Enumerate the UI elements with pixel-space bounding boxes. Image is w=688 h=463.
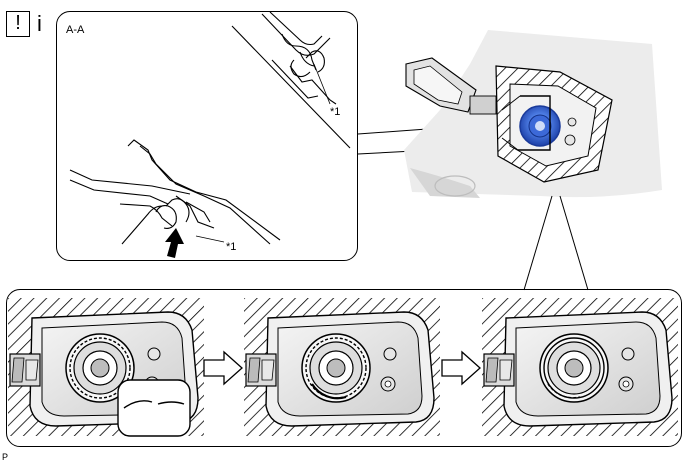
warning-icon: ! [6, 11, 30, 37]
sequence-panel [6, 289, 682, 447]
overview-drawing [404, 30, 662, 198]
step-arrow-icon-2 [441, 350, 481, 386]
push-arrow-icon [165, 228, 184, 258]
info-icon: i [37, 11, 42, 36]
section-view-label: A-A [66, 24, 85, 36]
section-view-panel [56, 11, 358, 261]
step-2 [243, 297, 441, 437]
step-arrow-icon [203, 350, 243, 386]
callout-bottom: *1 [226, 241, 237, 253]
callout-top: *1 [330, 106, 341, 118]
footer-code: P [2, 452, 9, 462]
step-3 [481, 297, 679, 437]
step-1 [7, 297, 205, 437]
section-view-drawing [69, 11, 351, 245]
